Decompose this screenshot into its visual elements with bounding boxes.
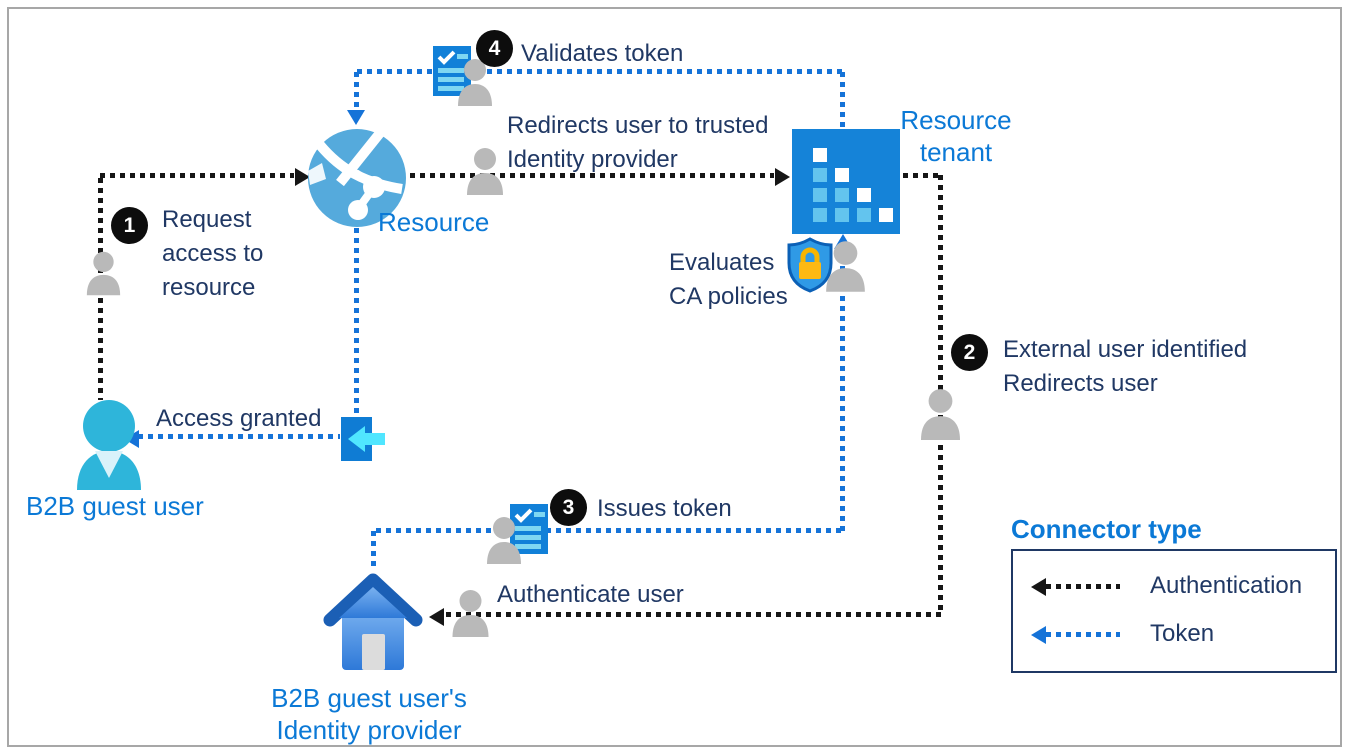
- legend-box: [1011, 549, 1337, 673]
- step-1-text: Request access to resource: [162, 206, 264, 301]
- auth-line-tenant-right: [903, 173, 943, 178]
- tenant-squares-icon: [792, 129, 900, 234]
- resource-label: Resource: [378, 207, 490, 237]
- legend-token-arrowhead: [1031, 626, 1046, 644]
- auth-line-redirect: [410, 173, 774, 178]
- arrowhead-into-tenant: [775, 168, 790, 186]
- arrowhead-into-resource: [295, 168, 310, 186]
- step-3-badge: 3: [550, 489, 587, 526]
- token-checklist-icon: [433, 46, 492, 106]
- token-line-access-granted: [138, 434, 340, 439]
- token-line-tenant-up: [840, 72, 845, 127]
- token-line-house-up: [371, 531, 376, 569]
- token-line-up-to-tenant: [840, 256, 845, 531]
- gray-person-icon: [452, 590, 489, 637]
- resource-globe-icon: [308, 129, 406, 227]
- resource-tenant-label: Resource tenant: [900, 105, 1012, 167]
- token-line-resource-to-door: [354, 228, 359, 418]
- diagram-border: [7, 7, 1342, 747]
- house-icon: [323, 573, 423, 670]
- token-line-down-to-resource: [354, 72, 359, 112]
- evaluates-ca-policies-label: Evaluates CA policies: [669, 249, 788, 310]
- step-4-badge: 4: [476, 30, 513, 67]
- shield-lock-icon: [787, 237, 833, 293]
- gray-person-icon: [921, 389, 960, 440]
- gray-person-icon: [86, 251, 121, 296]
- step-1-badge: 1: [111, 207, 148, 244]
- access-granted-label: Access granted: [156, 405, 322, 432]
- legend-authentication-arrowhead: [1031, 578, 1046, 596]
- authenticate-user-label: Authenticate user: [497, 581, 684, 608]
- identity-provider-label: B2B guest user's Identity provider: [271, 683, 467, 745]
- legend-title: Connector type: [1011, 514, 1202, 544]
- redirects-label: Redirects user to trusted Identity provi…: [507, 112, 769, 173]
- token-checklist-icon: [487, 504, 548, 564]
- token-line-top: [357, 69, 843, 74]
- arrowhead-into-house: [429, 608, 444, 626]
- step-4-text: Validates token: [521, 40, 684, 67]
- legend-authentication-line: [1046, 584, 1120, 589]
- auth-line-to-resource: [100, 173, 294, 178]
- door-signin-icon: [341, 417, 385, 461]
- step-2-text: External user identified Redirects user: [1003, 336, 1248, 397]
- guest-user-label: B2B guest user: [26, 491, 204, 521]
- step-3-text: Issues token: [597, 495, 732, 522]
- step-2-badge: 2: [951, 334, 988, 371]
- auth-line-authenticate: [446, 612, 941, 617]
- arrowhead-down-into-resource: [347, 110, 365, 125]
- legend-token-line: [1046, 632, 1120, 637]
- gray-person-icon: [467, 148, 503, 195]
- guest-user-person-icon: [77, 400, 141, 490]
- legend-token-label: Token: [1150, 620, 1215, 647]
- legend-authentication-label: Authentication: [1150, 572, 1303, 599]
- token-line-issues: [376, 528, 842, 533]
- gray-person-icon: [826, 241, 865, 292]
